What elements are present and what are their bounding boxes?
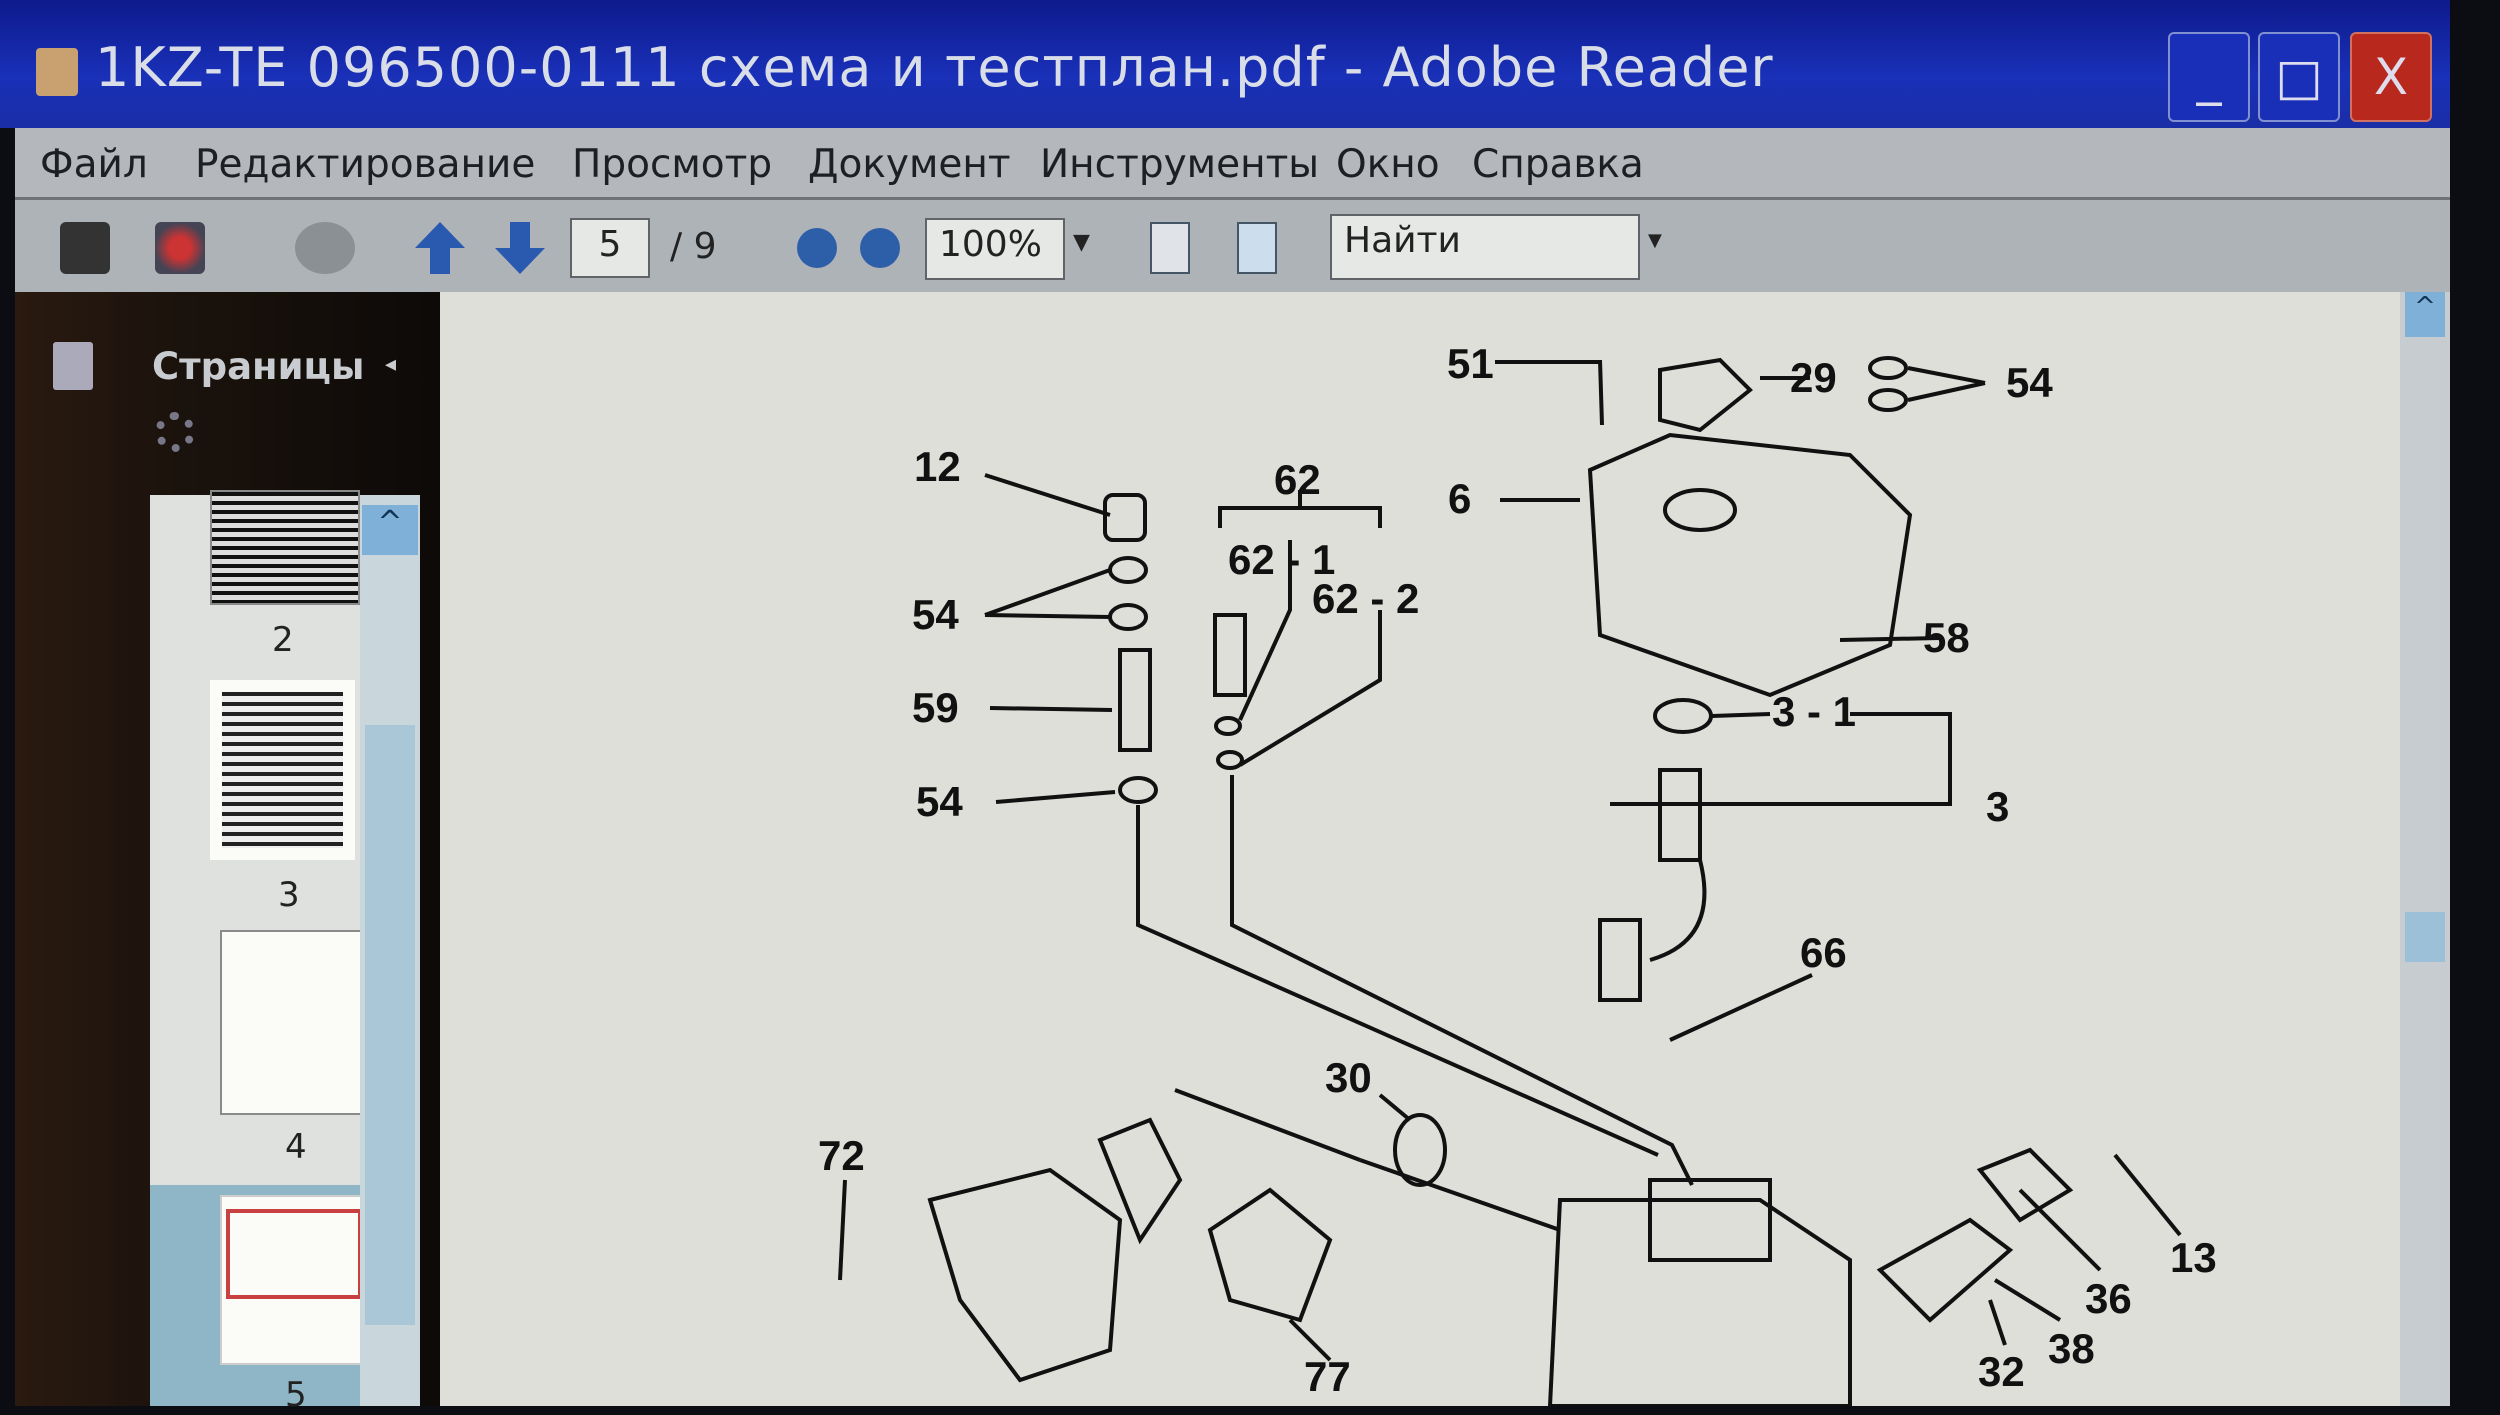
scrollbar-thumb[interactable] bbox=[2405, 912, 2445, 962]
find-input[interactable]: Найти bbox=[1330, 214, 1640, 280]
thumbnail-page-4[interactable] bbox=[220, 930, 365, 1115]
menu-edit[interactable]: Редактирование bbox=[195, 142, 536, 187]
thumbnail-page-5[interactable] bbox=[220, 1195, 365, 1365]
part-callout: 62 - 2 bbox=[1312, 575, 1419, 622]
title-bar: 1KZ-TE 096500-0111 схема и тестплан.pdf … bbox=[0, 0, 2450, 128]
part-callout: 62 - 1 bbox=[1228, 536, 1335, 583]
part-callout: 38 bbox=[2048, 1325, 2095, 1372]
part-callout: 36 bbox=[2085, 1275, 2132, 1322]
thumbnail-label: 5 bbox=[285, 1375, 307, 1415]
zoom-dropdown-icon[interactable]: ▼ bbox=[1073, 230, 1090, 255]
thumbnail-label: 4 bbox=[285, 1127, 307, 1167]
view-region-box[interactable] bbox=[226, 1209, 362, 1299]
menu-help[interactable]: Справка bbox=[1472, 142, 1644, 187]
part-callout: 58 bbox=[1923, 614, 1970, 661]
page-total: / 9 bbox=[670, 226, 717, 267]
part-callout: 6 bbox=[1448, 475, 1471, 522]
hand-tool-icon[interactable] bbox=[295, 222, 355, 274]
thumbnail-page-3[interactable] bbox=[210, 680, 355, 860]
thumbnail-scrollbar[interactable]: ^ bbox=[360, 495, 420, 1406]
part-callout: 72 bbox=[818, 1132, 865, 1179]
part-callout: 3 bbox=[1986, 783, 2009, 830]
thumbnail-label: 2 bbox=[272, 620, 294, 660]
collapse-panel-icon[interactable]: ◂ bbox=[385, 352, 397, 377]
menu-bar: Файл Редактирование Просмотр Документ Ин… bbox=[15, 128, 2450, 200]
next-page-icon[interactable] bbox=[495, 222, 545, 274]
part-callout: 59 bbox=[912, 684, 959, 731]
scroll-up-button[interactable]: ^ bbox=[362, 505, 418, 555]
part-callout: 66 bbox=[1800, 929, 1847, 976]
part-callout: 54 bbox=[912, 591, 959, 638]
pages-panel-icon[interactable] bbox=[53, 342, 93, 390]
page-number-input[interactable]: 5 bbox=[570, 218, 650, 278]
thumbnail-page-2[interactable] bbox=[210, 490, 360, 605]
options-gear-icon[interactable] bbox=[155, 412, 195, 452]
part-callout: 13 bbox=[2170, 1234, 2217, 1281]
part-callout: 29 bbox=[1790, 354, 1837, 401]
pump-exploded-diagram: 51 29 54 12 62 6 62 - 162 - 2 54 58 59 3 - 1 54 3 66 3… bbox=[818, 340, 2217, 1406]
pages-panel-title: Страницы bbox=[152, 345, 365, 388]
fit-width-icon[interactable] bbox=[1150, 222, 1190, 274]
maximize-button[interactable]: □ bbox=[2258, 32, 2340, 122]
part-callout: 32 bbox=[1978, 1348, 2025, 1395]
zoom-level-input[interactable]: 100% bbox=[925, 218, 1065, 280]
find-dropdown-icon[interactable]: ▼ bbox=[1648, 230, 1662, 251]
scroll-up-button[interactable]: ^ bbox=[2405, 292, 2445, 337]
part-callout: 12 bbox=[914, 443, 961, 490]
fit-page-icon[interactable] bbox=[1237, 222, 1277, 274]
menu-view[interactable]: Просмотр bbox=[572, 142, 773, 187]
adobe-reader-icon bbox=[36, 48, 78, 96]
part-callout: 3 - 1 bbox=[1772, 688, 1856, 735]
part-callout: 54 bbox=[2006, 359, 2053, 406]
window-title: 1KZ-TE 096500-0111 схема и тестплан.pdf … bbox=[95, 36, 1774, 99]
menu-tools[interactable]: Инструменты bbox=[1040, 142, 1320, 187]
menu-window[interactable]: Окно bbox=[1336, 142, 1440, 187]
toolbar: 5 / 9 100% ▼ Найти ▼ bbox=[15, 200, 2450, 292]
previous-page-icon[interactable] bbox=[415, 222, 465, 274]
part-callout: 77 bbox=[1304, 1353, 1351, 1400]
print-icon[interactable] bbox=[60, 222, 110, 274]
thumbnail-list: 2 3 4 5 bbox=[150, 490, 372, 1415]
menu-file[interactable]: Файл bbox=[40, 142, 148, 187]
minimize-button[interactable]: _ bbox=[2168, 32, 2250, 122]
part-callout: 62 bbox=[1274, 456, 1321, 503]
menu-document[interactable]: Документ bbox=[808, 142, 1011, 187]
scrollbar-thumb[interactable] bbox=[365, 725, 415, 1325]
zoom-out-icon[interactable] bbox=[797, 228, 837, 268]
part-callout: 51 bbox=[1447, 340, 1494, 387]
share-icon[interactable] bbox=[155, 222, 205, 274]
close-button[interactable]: X bbox=[2350, 32, 2432, 122]
document-scrollbar[interactable]: ^ bbox=[2400, 292, 2450, 1406]
thumbnail-label: 3 bbox=[278, 875, 300, 915]
zoom-in-icon[interactable] bbox=[860, 228, 900, 268]
part-callout: 54 bbox=[916, 778, 963, 825]
part-callout: 30 bbox=[1325, 1054, 1372, 1101]
